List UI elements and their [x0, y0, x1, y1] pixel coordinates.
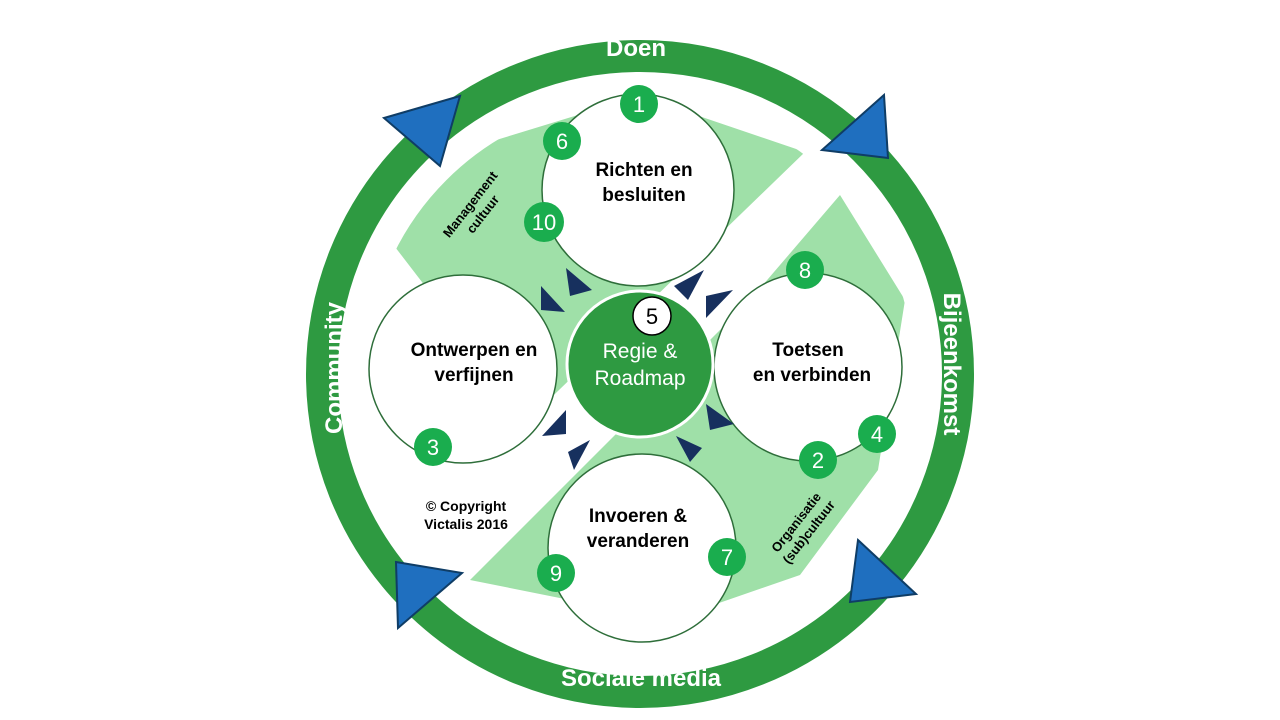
ring-label-bottom: Sociale media: [561, 665, 722, 692]
step-label-top-2: besluiten: [602, 185, 685, 206]
step-label-right-2: en verbinden: [753, 365, 871, 386]
badge-7: [708, 538, 746, 576]
badge-5: [632, 296, 672, 336]
ring-arrow-bottom-left: [394, 560, 465, 631]
badge-4: [858, 415, 896, 453]
arrow-from-right-bottom: [706, 404, 734, 430]
arrow-from-top-right: [674, 270, 704, 300]
ring-arrow-bottom-right: [848, 537, 919, 604]
badge-4-text: 4: [871, 422, 883, 447]
arrow-from-left-top: [541, 286, 565, 312]
center-label-1: Regie &: [603, 340, 678, 363]
step-label-bottom-2: veranderen: [587, 531, 689, 552]
badge-3: [414, 428, 452, 466]
step-label-top: Richten en: [595, 160, 692, 181]
badge-7-text: 7: [721, 545, 733, 570]
ring-label-left: Community: [321, 301, 348, 434]
badge-1: [620, 85, 658, 123]
outer-ring: [306, 40, 974, 708]
badge-8-text: 8: [799, 258, 811, 283]
badge-10: [524, 202, 564, 242]
badge-6: [543, 122, 581, 160]
badge-9: [537, 554, 575, 592]
badge-3-text: 3: [427, 435, 439, 460]
arrow-from-bottom-right: [676, 436, 702, 462]
ring-arrow-top-left: [381, 94, 462, 168]
ring-label-top: Doen: [606, 35, 666, 62]
badge-2-text: 2: [812, 448, 824, 473]
center-circle: [565, 289, 715, 439]
step-label-right: Toetsen: [772, 340, 843, 361]
badge-2: [799, 441, 837, 479]
step-label-left: Ontwerpen en: [411, 340, 538, 361]
arrow-from-bottom-left: [568, 440, 590, 470]
badge-6-text: 6: [556, 129, 568, 154]
copyright-line-1: © Copyright: [426, 498, 507, 514]
arrow-from-left-bottom: [542, 410, 566, 436]
step-label-left-2: verfijnen: [434, 365, 513, 386]
arrow-from-top-left: [566, 268, 592, 296]
badge-8: [786, 251, 824, 289]
copyright-line-2: Victalis 2016: [424, 516, 508, 532]
arrow-from-right-top: [706, 290, 733, 318]
badge-5-text: 5: [646, 304, 658, 329]
step-circle-left: [368, 274, 558, 464]
badge-9-text: 9: [550, 561, 562, 586]
badge-1-text: 1: [633, 92, 645, 117]
step-label-bottom: Invoeren &: [589, 506, 687, 527]
badge-10-text: 10: [532, 210, 556, 235]
center-label-2: Roadmap: [594, 367, 685, 390]
ring-arrow-top-right: [819, 92, 890, 160]
ring-label-right: Bijeenkomst: [938, 293, 965, 436]
